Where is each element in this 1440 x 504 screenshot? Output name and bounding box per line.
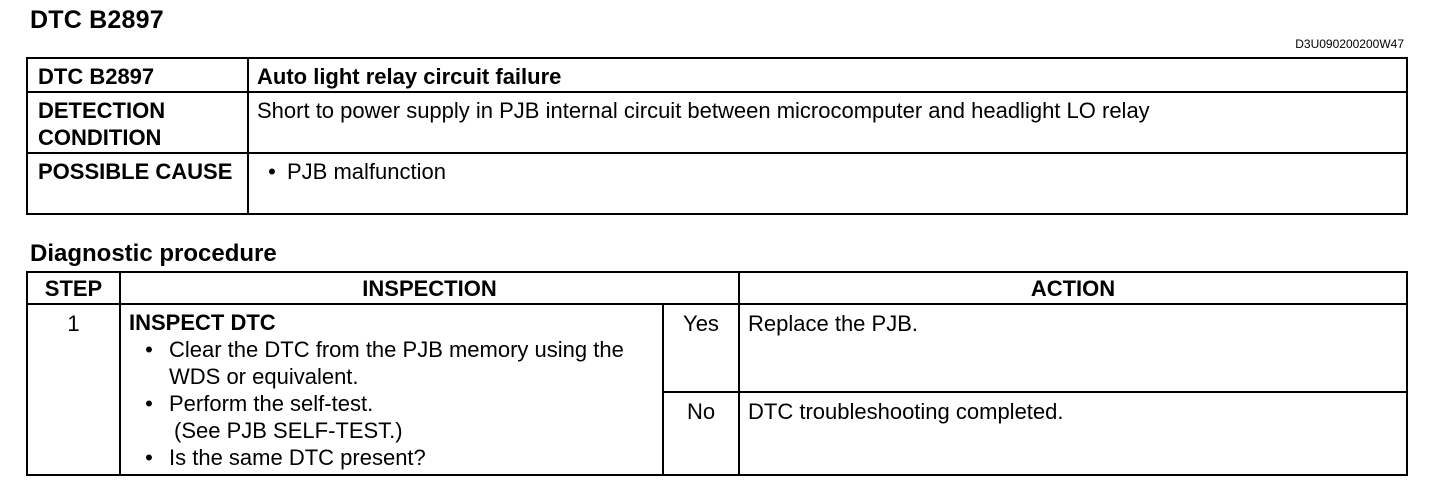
- inspection-title: INSPECT DTC: [129, 310, 276, 335]
- inspection-header: INSPECTION: [119, 271, 740, 305]
- dtc-row: DTC B2897 Auto light relay circuit failu…: [26, 57, 1408, 93]
- cause-item-text: PJB malfunction: [287, 159, 446, 184]
- inspection-bullet-text: (See PJB SELF-TEST.): [174, 418, 403, 443]
- bullet-icon: •: [145, 445, 153, 470]
- step-row-no: No DTC troubleshooting completed.: [27, 391, 1408, 476]
- section-heading: Diagnostic procedure: [30, 240, 277, 267]
- inspection-cell: INSPECT DTC • Clear the DTC from the PJB…: [119, 303, 664, 476]
- bullet-icon: •: [145, 391, 153, 416]
- inspection-bullet-text: Is the same DTC present?: [169, 445, 426, 470]
- bullet-icon: •: [268, 159, 276, 184]
- bullet-icon: •: [145, 337, 153, 362]
- cause-row: POSSIBLE CAUSE • PJB malfunction: [26, 152, 1408, 215]
- no-action: DTC troubleshooting completed.: [738, 391, 1408, 476]
- detection-value: Short to power supply in PJB internal ci…: [247, 91, 1408, 154]
- action-header: ACTION: [738, 271, 1408, 305]
- cause-item: • PJB malfunction: [257, 158, 1398, 185]
- inspection-bullet: • Perform the self-test.: [129, 390, 656, 417]
- detection-label: DETECTION CONDITION: [26, 91, 249, 154]
- inspection-bullet: • Is the same DTC present?: [129, 444, 656, 471]
- inspection-bullet-text: Clear the DTC from the PJB memory using …: [169, 337, 624, 389]
- no-label: No: [662, 391, 740, 476]
- yes-label: Yes: [662, 303, 740, 393]
- step-row-yes: 1 INSPECT DTC • Clear the DTC from the P…: [26, 303, 1408, 476]
- cause-value: • PJB malfunction: [247, 152, 1408, 215]
- header-row: STEP INSPECTION ACTION: [26, 271, 1408, 305]
- detection-row: DETECTION CONDITION Short to power suppl…: [26, 91, 1408, 154]
- dtc-info-table: DTC B2897 Auto light relay circuit failu…: [26, 57, 1408, 215]
- yes-action: Replace the PJB.: [738, 303, 1408, 393]
- page-title: DTC B2897: [30, 6, 164, 34]
- document-code: D3U090200200W47: [1295, 37, 1404, 51]
- step-header: STEP: [26, 271, 121, 305]
- inspection-bullet-text: Perform the self-test.: [169, 391, 374, 416]
- cause-label: POSSIBLE CAUSE: [26, 152, 249, 215]
- inspection-bullet-continued: (See PJB SELF-TEST.): [129, 417, 656, 444]
- inspection-bullet: • Clear the DTC from the PJB memory usin…: [129, 336, 656, 390]
- step-number: 1: [26, 303, 121, 476]
- dtc-description: Auto light relay circuit failure: [247, 57, 1408, 93]
- dtc-label: DTC B2897: [26, 57, 249, 93]
- diagnostic-procedure-table: STEP INSPECTION ACTION 1 INSPECT DTC • C…: [26, 271, 1408, 476]
